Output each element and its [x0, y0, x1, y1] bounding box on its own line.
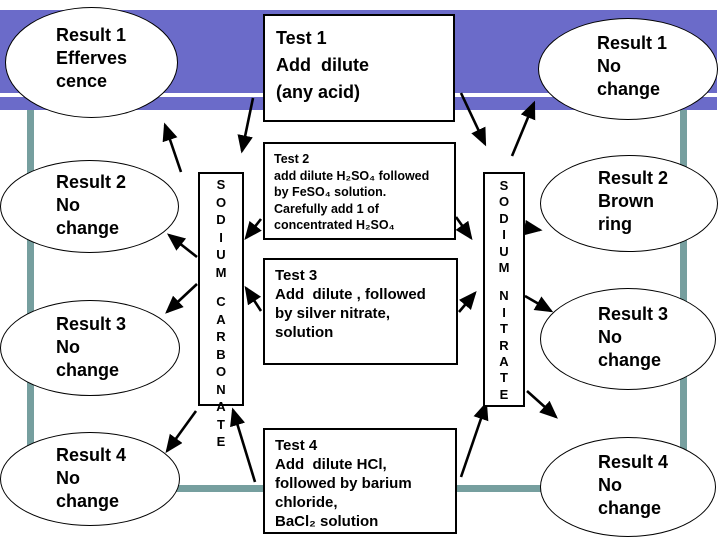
sodium-carbonate-box [198, 172, 244, 406]
sodium-nitrate-box [483, 172, 525, 407]
